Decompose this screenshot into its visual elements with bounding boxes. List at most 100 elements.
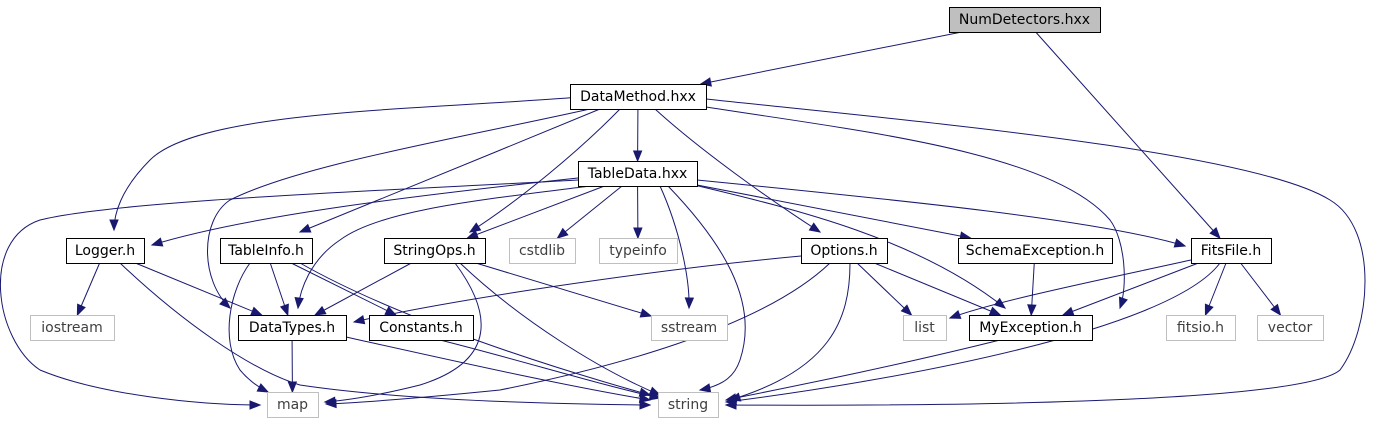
arrowhead-stringops-to-sstream: [639, 308, 653, 318]
node-map-label: map: [277, 397, 308, 413]
arrowhead-fitsfile-to-list: [948, 309, 962, 319]
arrowhead-stringops-to-datatypes: [313, 305, 327, 316]
edge-datamethod-to-string: [705, 98, 1366, 406]
arrowhead-datatypes-to-map: [287, 381, 298, 394]
edge-tabledata-to-myexception: [689, 183, 1006, 309]
node-datamethod[interactable]: DataMethod.hxx: [570, 84, 707, 110]
node-tableinfo-label: TableInfo.h: [227, 243, 304, 259]
edge-datamethod-to-tableinfo: [299, 108, 601, 233]
node-sstream-label: sstream: [661, 320, 717, 336]
node-datatypes[interactable]: DataTypes.h: [238, 315, 347, 341]
edge-stringops-to-sstream: [475, 262, 652, 317]
arrowhead-tabledata-to-string: [698, 383, 712, 393]
node-myexception[interactable]: MyException.h: [969, 315, 1093, 341]
edge-fitsfile-to-list: [949, 259, 1192, 319]
node-typeinfo-label: typeinfo: [609, 243, 667, 259]
node-datamethod-box: [570, 84, 707, 110]
node-string-label: string: [668, 397, 708, 413]
file-nodes: NumDetectors.hxxDataMethod.hxxTableData.…: [30, 7, 1324, 418]
arrowhead-fitsfile-to-myexception: [1061, 306, 1075, 316]
node-fitsfile-label: FitsFile.h: [1201, 243, 1261, 259]
node-logger[interactable]: Logger.h: [66, 238, 145, 264]
node-typeinfo: typeinfo: [599, 238, 678, 264]
arrowhead-tabledata-to-datatypes: [294, 297, 304, 310]
node-tabledata-box: [578, 161, 698, 187]
node-map-box: [267, 392, 319, 418]
node-constants[interactable]: Constants.h: [369, 315, 474, 341]
node-iostream-box: [30, 315, 115, 341]
arrowhead-tableinfo-to-map: [256, 383, 270, 393]
node-options[interactable]: Options.h: [801, 238, 888, 264]
node-string-box: [658, 392, 719, 418]
edge-options-to-list: [856, 262, 912, 316]
arrowhead-tabledata-to-sstream: [684, 297, 695, 310]
arrowhead-datamethod-to-tableinfo: [298, 223, 312, 233]
node-datatypes-box: [238, 315, 347, 341]
node-fitsio-box: [1166, 315, 1236, 341]
edge-tableinfo-to-string: [299, 262, 651, 396]
arrowhead-myexception-to-string: [724, 393, 738, 403]
node-string: string: [658, 392, 719, 418]
node-numdetectors-label: NumDetectors.hxx: [959, 12, 1090, 28]
node-sstream-box: [651, 315, 728, 341]
node-cstdlib-label: cstdlib: [519, 243, 565, 259]
edge-myexception-to-string: [725, 339, 1001, 401]
node-list-label: list: [914, 320, 935, 336]
node-fitsfile-box: [1191, 238, 1272, 264]
node-tableinfo[interactable]: TableInfo.h: [220, 238, 313, 264]
node-sstream: sstream: [651, 315, 728, 341]
arrowhead-tableinfo-to-datatypes: [279, 303, 289, 317]
arrowhead-options-to-list: [900, 304, 913, 316]
node-logger-label: Logger.h: [75, 243, 135, 259]
edge-tabledata-to-stringops: [467, 185, 605, 239]
node-numdetectors-box: [949, 7, 1101, 33]
edge-stringops-to-string: [459, 262, 661, 396]
node-tabledata[interactable]: TableData.hxx: [578, 161, 698, 187]
node-datamethod-label: DataMethod.hxx: [580, 89, 696, 105]
arrowhead-options-to-myexception: [988, 306, 1002, 316]
edge-datamethod-to-myexception: [699, 105, 1125, 309]
edge-tabledata-to-schemaexception: [696, 184, 971, 239]
node-stringops[interactable]: StringOps.h: [384, 238, 486, 264]
arrowhead-logger-to-string: [639, 400, 652, 410]
node-numdetectors[interactable]: NumDetectors.hxx: [949, 7, 1101, 33]
arrowhead-options-to-datatypes: [352, 315, 366, 325]
edge-logger-to-string: [119, 262, 651, 406]
arrowhead-logger-to-datatypes: [250, 306, 263, 316]
arrowhead-datamethod-to-options: [808, 222, 822, 233]
node-cstdlib: cstdlib: [509, 238, 576, 264]
edge-datamethod-to-options: [654, 108, 821, 233]
arrowhead-tabledata-to-fitsfile: [1173, 238, 1187, 248]
arrowhead-datamethod-to-datatypes: [219, 297, 231, 309]
node-fitsfile[interactable]: FitsFile.h: [1191, 238, 1272, 264]
edge-tableinfo-to-constants: [290, 262, 397, 316]
edge-datamethod-to-logger: [113, 96, 581, 231]
arrowhead-constants-to-string: [648, 391, 662, 401]
edge-datamethod-to-datatypes: [207, 108, 591, 309]
node-vector-box: [1257, 315, 1324, 341]
edge-stringops-to-datatypes: [314, 262, 412, 316]
node-datatypes-label: DataTypes.h: [249, 320, 335, 336]
node-map: map: [267, 392, 319, 418]
edge-logger-to-datatypes: [135, 262, 262, 316]
arrowhead-fitsfile-to-vector: [1270, 303, 1282, 317]
edge-datamethod-to-stringops: [469, 108, 621, 233]
edge-constants-to-string: [439, 339, 661, 399]
arrowhead-datamethod-to-myexception: [1118, 296, 1128, 310]
edge-fitsfile-to-vector: [1240, 262, 1281, 316]
node-constants-label: Constants.h: [379, 320, 463, 336]
edge-stringops-to-map: [324, 262, 482, 403]
edge-tableinfo-to-map: [228, 262, 269, 393]
node-stringops-box: [384, 238, 486, 264]
arrowhead-tabledata-to-map: [249, 400, 262, 410]
edge-datatypes-to-string: [345, 336, 651, 401]
node-tableinfo-box: [220, 238, 313, 264]
edge-options-to-string: [729, 262, 851, 401]
node-cstdlib-box: [509, 238, 576, 264]
arrowhead-datatypes-to-string: [638, 393, 652, 403]
arrowhead-datamethod-to-logger: [109, 219, 119, 232]
node-schemaexception[interactable]: SchemaException.h: [958, 238, 1113, 264]
arrowhead-tabledata-to-cstdlib: [556, 227, 569, 239]
arrowhead-tabledata-to-logger: [150, 237, 164, 247]
